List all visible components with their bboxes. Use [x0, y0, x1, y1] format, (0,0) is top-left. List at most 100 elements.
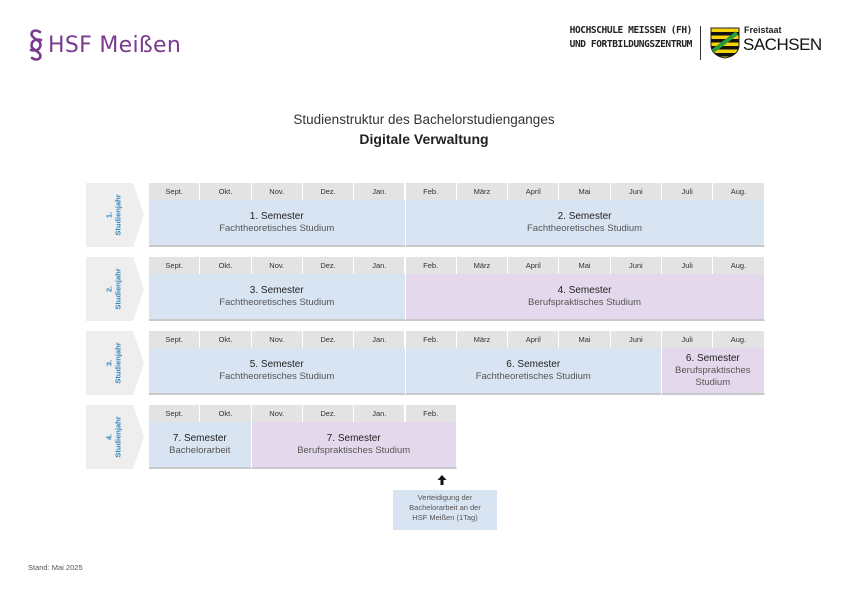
- year-label-1: 1.Studienjahr: [86, 183, 144, 247]
- page-title: Studienstruktur des Bachelorstudiengange…: [293, 112, 555, 127]
- logo-text: HSF Meißen: [48, 32, 182, 58]
- semester-title: 6. Semester: [685, 353, 740, 364]
- month-header: Dez.: [302, 257, 355, 274]
- semester-subtitle: Fachtheoretisches Studium: [526, 223, 643, 234]
- month-header: Juni: [610, 183, 662, 200]
- month-header: Feb.: [405, 257, 457, 274]
- stand-date: Stand: Mai 2025: [28, 563, 83, 572]
- month-header: Aug.: [713, 331, 765, 348]
- hsf-logo: HSF Meißen: [28, 27, 181, 63]
- year-label-rotated: 1.Studienjahr: [105, 194, 123, 235]
- semester-subtitle: Fachtheoretisches Studium: [219, 371, 335, 382]
- month-header: Jan.: [354, 405, 406, 422]
- year-label-text: 3.Studienjahr: [86, 331, 142, 395]
- year-label-rotated: 2.Studienjahr: [105, 268, 123, 309]
- month-header: Sept.: [149, 183, 201, 200]
- year-tab-shape: [86, 183, 144, 247]
- month-header: Juli: [662, 183, 714, 200]
- year-word: Studienjahr: [113, 416, 123, 458]
- month-header: Mai: [559, 183, 611, 200]
- semester-subtitle: Berufspraktisches Studium: [528, 297, 642, 308]
- semester-subtitle: Bachelorarbeit: [169, 445, 231, 456]
- semester-title: 6. Semester: [506, 359, 561, 370]
- month-header: Dez.: [302, 331, 355, 348]
- page-subtitle: Digitale Verwaltung: [359, 131, 489, 147]
- month-header: März: [456, 257, 509, 274]
- month-header: Sept.: [149, 331, 201, 348]
- semester-title: 1. Semester: [249, 211, 304, 222]
- note-line-3: HSF Meißen (1Tag): [412, 513, 478, 522]
- header-divider: [700, 26, 701, 60]
- semester-title: 3. Semester: [249, 285, 304, 296]
- semester-title: 5. Semester: [249, 359, 304, 370]
- year-label-2: 2.Studienjahr: [86, 257, 144, 321]
- semester-subtitle: Berufspraktisches Studium: [297, 445, 411, 456]
- month-header: Sept.: [149, 257, 201, 274]
- month-header: Aug.: [713, 183, 765, 200]
- month-header: Nov.: [251, 331, 303, 348]
- month-header: April: [508, 331, 560, 348]
- month-header: Feb.: [405, 331, 457, 348]
- year-tab-shape: [86, 331, 144, 395]
- month-header: Dez.: [302, 183, 355, 200]
- semester-subtitle: Fachtheoretisches Studium: [219, 223, 335, 234]
- month-header: März: [456, 331, 509, 348]
- year-label-4: 4.Studienjahr: [86, 405, 144, 469]
- month-header: März: [456, 183, 509, 200]
- month-header: Sept.: [149, 405, 201, 422]
- month-header: Aug.: [713, 257, 765, 274]
- month-header: Okt.: [200, 331, 252, 348]
- arrow-up-icon: [437, 475, 447, 485]
- year-tab-shape: [86, 405, 144, 469]
- year-label-text: 4.Studienjahr: [86, 405, 142, 469]
- month-header: April: [508, 183, 560, 200]
- note-line-1: Verteidigung der: [417, 493, 473, 502]
- month-header: Jan.: [354, 257, 406, 274]
- semester-title: 7. Semester: [172, 433, 227, 444]
- month-header: Mai: [559, 331, 611, 348]
- month-header: Juli: [662, 257, 714, 274]
- month-header: Okt.: [200, 183, 252, 200]
- month-header: Dez.: [302, 405, 355, 422]
- year-label-text: 1.Studienjahr: [86, 183, 142, 247]
- saxony-crest-icon: [710, 27, 740, 59]
- institution-line-2: UND FORTBILDUNGSZENTRUM: [569, 39, 693, 50]
- month-header: Nov.: [251, 257, 303, 274]
- note-line-2: Bachelorarbeit an der: [409, 503, 481, 512]
- semester-subtitle: Fachtheoretisches Studium: [219, 297, 335, 308]
- semester-subtitle: Berufspraktisches Studium: [675, 365, 751, 388]
- year-label-rotated: 4.Studienjahr: [105, 416, 123, 457]
- year-word: Studienjahr: [113, 268, 123, 310]
- month-header: April: [508, 257, 560, 274]
- semester-title: 4. Semester: [557, 285, 612, 296]
- year-tab-shape: [86, 257, 144, 321]
- year-word: Studienjahr: [113, 342, 123, 384]
- month-header: Jan.: [354, 183, 406, 200]
- year-label-3: 3.Studienjahr: [86, 331, 144, 395]
- month-header: Okt.: [200, 405, 252, 422]
- institution-line-1: HOCHSCHULE MEISSEN (FH): [569, 25, 693, 36]
- month-header: Nov.: [251, 183, 303, 200]
- month-header: Feb.: [405, 183, 457, 200]
- semester-subtitle: Fachtheoretisches Studium: [475, 371, 591, 382]
- institution-name: HOCHSCHULE MEISSEN (FH) UND FORTBILDUNGS…: [540, 24, 693, 52]
- month-header: Juni: [610, 257, 662, 274]
- month-header: Juni: [610, 331, 662, 348]
- month-header: Nov.: [251, 405, 303, 422]
- month-header: Jan.: [354, 331, 406, 348]
- semester-title: 7. Semester: [326, 433, 381, 444]
- defense-note: Verteidigung der Bachelorarbeit an der H…: [393, 490, 497, 530]
- hsf-paragraph-icon: [29, 29, 43, 61]
- month-header: Feb.: [405, 405, 457, 422]
- semester-title: 2. Semester: [557, 211, 612, 222]
- year-label-rotated: 3.Studienjahr: [105, 342, 123, 383]
- year-label-text: 2.Studienjahr: [86, 257, 142, 321]
